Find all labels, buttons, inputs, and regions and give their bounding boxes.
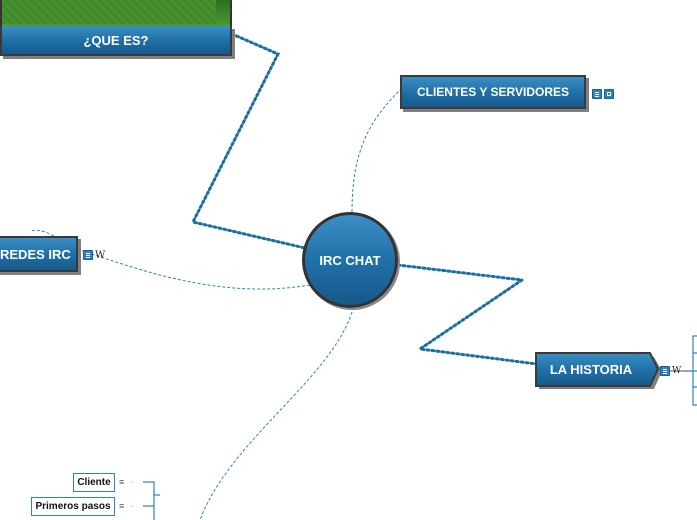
note-icon[interactable] — [660, 366, 670, 376]
topic-historia-shape[interactable] — [534, 351, 664, 391]
subtopic-primeros-pasos[interactable]: Primeros pasos — [31, 497, 115, 516]
connector-bottom — [199, 311, 353, 520]
connector-que-es — [190, 32, 307, 250]
link-icon[interactable] — [604, 89, 614, 99]
link-icon[interactable]: ⸱ — [131, 501, 134, 511]
historia-branch-bracket — [685, 335, 697, 406]
note-icon[interactable]: ≡ — [119, 501, 125, 511]
link-icon[interactable]: ⸱ — [131, 477, 134, 487]
topic-clientes-servidores[interactable]: CLIENTES Y SERVIDORES — [400, 75, 586, 109]
central-topic[interactable]: IRC CHAT — [302, 212, 398, 308]
note-icon[interactable] — [83, 250, 93, 260]
wikipedia-icon[interactable]: W — [95, 250, 106, 261]
wikipedia-icon[interactable]: W — [672, 366, 682, 376]
subtopic-primeros-label: Primeros pasos — [35, 501, 111, 512]
topic-que-es-label: ¿QUE ES? — [83, 32, 149, 48]
topic-clientes-label: CLIENTES Y SERVIDORES — [416, 85, 570, 99]
topic-redes-label: REDES IRC — [0, 246, 71, 262]
topic-historia-label: LA HISTORIA — [549, 362, 633, 377]
topic-historia[interactable]: LA HISTORIA — [536, 353, 646, 386]
connector-redes — [29, 229, 311, 290]
connector-historia — [396, 263, 539, 366]
topic-redes-irc[interactable]: REDES IRC — [0, 236, 78, 272]
central-topic-label: IRC CHAT — [319, 252, 381, 268]
subtopic-cliente-label: Cliente — [77, 477, 111, 488]
note-icon[interactable] — [592, 89, 602, 99]
topic-que-es[interactable]: ¿QUE ES? — [0, 26, 232, 56]
subtopic-cliente[interactable]: Cliente — [73, 473, 115, 492]
subtopic-bracket — [143, 481, 160, 520]
que-es-image — [0, 0, 232, 28]
note-icon[interactable]: ≡ — [119, 477, 125, 487]
connector-clientes — [351, 89, 401, 213]
